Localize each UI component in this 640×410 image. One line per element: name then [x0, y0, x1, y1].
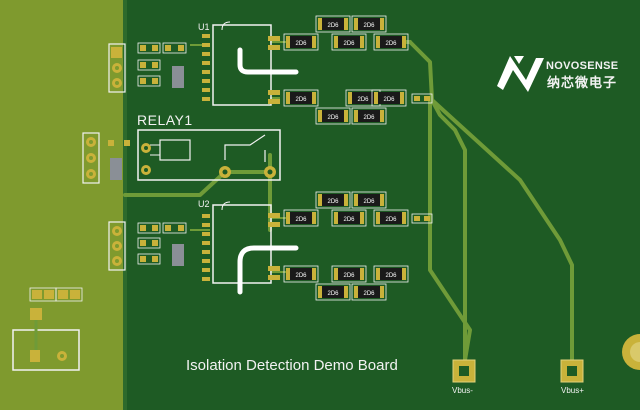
resistor-chip: 2D6 — [351, 191, 387, 209]
u2-label: U2 — [198, 199, 210, 209]
vbus-plus-pad — [560, 359, 584, 383]
relay-label: RELAY1 — [137, 112, 193, 128]
resistor-chip: 2D6 — [373, 209, 409, 227]
novosense-logo-icon — [497, 56, 544, 92]
resistor-marking: 2D6 — [343, 41, 355, 47]
resistor-chip: 2D6 — [315, 107, 351, 125]
transistors — [110, 66, 184, 266]
resistor-chip: 2D6 — [371, 89, 407, 107]
resistor-chip: 2D6 — [283, 33, 319, 51]
resistor-marking: 2D6 — [295, 97, 307, 103]
small-capacitor — [411, 213, 433, 224]
resistor-marking: 2D6 — [327, 199, 339, 205]
resistor-chip: 2D6 — [373, 265, 409, 283]
resistor-chip: 2D6 — [331, 265, 367, 283]
resistor-marking: 2D6 — [295, 217, 307, 223]
small-capacitor — [411, 93, 433, 104]
resistor-marking: 2D6 — [363, 23, 375, 29]
vbus-minus-label: Vbus- — [452, 386, 473, 395]
resistor-marking: 2D6 — [363, 115, 375, 121]
resistor-chip: 2D6 — [283, 89, 319, 107]
resistor-chip: 2D6 — [315, 15, 351, 33]
resistor-marking: 2D6 — [385, 273, 397, 279]
resistor-marking: 2D6 — [295, 41, 307, 47]
resistor-marking: 2D6 — [295, 273, 307, 279]
resistor-chip: 2D6 — [351, 15, 387, 33]
resistor-marking: 2D6 — [327, 291, 339, 297]
board-title: Isolation Detection Demo Board — [186, 357, 398, 374]
resistor-marking: 2D6 — [327, 23, 339, 29]
resistor-marking: 2D6 — [385, 217, 397, 223]
resistor-chip: 2D6 — [331, 33, 367, 51]
resistor-chip: 2D6 — [373, 33, 409, 51]
vbus-minus-pad — [452, 359, 476, 383]
u1-footprint — [202, 21, 299, 106]
bottom-left-component — [12, 287, 83, 371]
resistor-marking: 2D6 — [363, 199, 375, 205]
brand-name-cn: 纳芯微电子 — [547, 75, 618, 90]
small-smd-pads — [108, 45, 184, 262]
ground-copper-pour — [0, 0, 123, 410]
resistor-group: 2D6 2D6 2D6 2D6 2D6 2D6 2D6 2D6 2D6 2D6 2D6 2D6 2D6 2… — [283, 15, 433, 301]
resistor-marking: 2D6 — [343, 273, 355, 279]
resistor-chip: 2D6 — [283, 265, 319, 283]
u2-footprint — [202, 201, 299, 295]
resistor-chip: 2D6 — [351, 107, 387, 125]
resistor-marking: 2D6 — [363, 291, 375, 297]
header-connectors — [82, 43, 126, 271]
resistor-marking: 2D6 — [357, 97, 369, 103]
resistor-chip: 2D6 — [315, 191, 351, 209]
relay-footprint — [137, 129, 281, 181]
resistor-marking: 2D6 — [327, 115, 339, 121]
u1-label: U1 — [198, 22, 210, 32]
resistor-chip: 2D6 — [315, 283, 351, 301]
resistor-chip: 2D6 — [331, 209, 367, 227]
resistor-marking: 2D6 — [383, 97, 395, 103]
resistor-chip: 2D6 — [351, 283, 387, 301]
brand-name: NOVOSENSE — [546, 60, 619, 72]
resistor-chip: 2D6 — [283, 209, 319, 227]
resistor-marking: 2D6 — [343, 217, 355, 223]
resistor-marking: 2D6 — [385, 41, 397, 47]
vbus-plus-label: Vbus+ — [561, 386, 584, 395]
